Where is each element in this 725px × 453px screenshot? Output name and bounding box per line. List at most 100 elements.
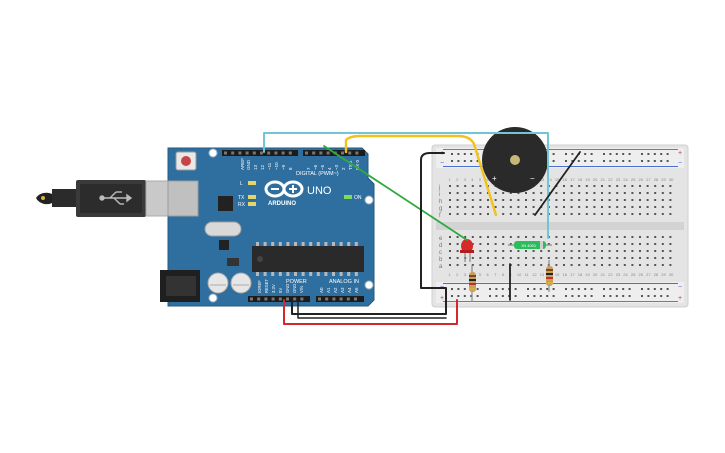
rail-hole[interactable] [565, 153, 567, 155]
breadboard-hole[interactable] [570, 250, 573, 252]
rail-hole[interactable] [463, 160, 466, 162]
breadboard-hole[interactable] [540, 236, 543, 238]
breadboard-hole[interactable] [517, 236, 520, 238]
breadboard-hole[interactable] [449, 199, 451, 201]
breadboard-hole[interactable] [654, 206, 657, 208]
breadboard-hole[interactable] [532, 199, 535, 201]
breadboard-hole[interactable] [570, 206, 573, 208]
breadboard-hole[interactable] [540, 185, 543, 187]
rail-hole[interactable] [565, 160, 567, 162]
breadboard-hole[interactable] [525, 199, 527, 201]
wire-black-buzzer[interactable] [534, 151, 581, 216]
reset-button-cap[interactable] [181, 156, 191, 166]
rail-hole[interactable] [609, 288, 612, 290]
breadboard-hole[interactable] [471, 257, 474, 259]
breadboard-hole[interactable] [509, 192, 512, 194]
breadboard-hole[interactable] [585, 257, 588, 259]
header-pin[interactable] [354, 297, 357, 301]
breadboard-hole[interactable] [509, 199, 512, 201]
breadboard-hole[interactable] [669, 192, 672, 194]
rail-hole[interactable] [571, 288, 574, 290]
rail-hole[interactable] [666, 295, 669, 297]
rail-hole[interactable] [653, 153, 656, 155]
resistor-2[interactable] [546, 260, 553, 292]
breadboard-hole[interactable] [456, 236, 459, 238]
breadboard-hole[interactable] [570, 199, 573, 201]
breadboard-hole[interactable] [578, 185, 581, 187]
rail-hole[interactable] [489, 295, 491, 297]
breadboard-hole[interactable] [494, 250, 497, 252]
rail-hole[interactable] [666, 160, 669, 162]
arduino-uno-board[interactable]: L TX RX UNO ARDUINO ON AREF GND 13 1 [160, 147, 375, 307]
rail-hole[interactable] [590, 160, 593, 162]
breadboard-hole[interactable] [585, 185, 588, 187]
breadboard-hole[interactable] [608, 206, 611, 208]
header-pin[interactable] [325, 297, 329, 301]
breadboard-hole[interactable] [601, 264, 603, 266]
breadboard-hole[interactable] [578, 236, 581, 238]
breadboard-hole[interactable] [661, 213, 664, 215]
resistor-1[interactable] [469, 265, 476, 302]
breadboard-hole[interactable] [578, 213, 581, 215]
rail-hole[interactable] [552, 288, 555, 290]
wires[interactable] [263, 132, 581, 325]
rail-hole[interactable] [647, 160, 650, 162]
breadboard-hole[interactable] [585, 192, 588, 194]
breadboard-hole[interactable] [509, 213, 512, 215]
breadboard-hole[interactable] [639, 250, 641, 252]
header-pin[interactable] [250, 297, 253, 301]
rail-hole[interactable] [666, 153, 669, 155]
breadboard-hole[interactable] [623, 250, 626, 252]
breadboard-hole[interactable] [623, 264, 626, 266]
rail-hole[interactable] [653, 288, 656, 290]
breadboard-hole[interactable] [532, 257, 535, 259]
breadboard-hole[interactable] [540, 257, 543, 259]
breadboard-hole[interactable] [669, 264, 672, 266]
breadboard-hole[interactable] [540, 192, 543, 194]
header-pin[interactable] [286, 297, 289, 301]
breadboard-hole[interactable] [471, 192, 474, 194]
breadboard-hole[interactable] [616, 185, 619, 187]
breadboard-hole[interactable] [563, 192, 565, 194]
rail-hole[interactable] [615, 153, 618, 155]
breadboard-hole[interactable] [631, 192, 634, 194]
breadboard-hole[interactable] [646, 185, 649, 187]
breadboard-hole[interactable] [601, 257, 603, 259]
breadboard-hole[interactable] [555, 264, 558, 266]
breadboard-hole[interactable] [509, 243, 512, 245]
breadboard-hole[interactable] [471, 264, 474, 266]
rail-hole[interactable] [451, 288, 453, 290]
breadboard-hole[interactable] [471, 243, 474, 245]
rail-hole[interactable] [603, 295, 605, 297]
breadboard-hole[interactable] [570, 185, 573, 187]
breadboard-hole[interactable] [471, 185, 474, 187]
header-pins[interactable] [224, 151, 359, 301]
breadboard-hole[interactable] [517, 206, 520, 208]
breadboard-hole[interactable] [646, 236, 649, 238]
breadboard-hole[interactable] [646, 257, 649, 259]
breadboard-hole[interactable] [639, 192, 641, 194]
breadboard-hole[interactable] [449, 206, 451, 208]
rail-hole[interactable] [527, 288, 529, 290]
breadboard-hole[interactable] [578, 257, 581, 259]
breadboard-hole[interactable] [517, 250, 520, 252]
rail-hole[interactable] [514, 295, 517, 297]
header-pin[interactable] [312, 151, 316, 155]
breadboard-hole[interactable] [623, 257, 626, 259]
breadboard-hole[interactable] [464, 185, 467, 187]
breadboard-hole[interactable] [646, 250, 649, 252]
breadboard-hole[interactable] [639, 243, 641, 245]
breadboard-hole[interactable] [661, 199, 664, 201]
breadboard-hole[interactable] [661, 206, 664, 208]
breadboard-hole[interactable] [456, 213, 459, 215]
header-pin[interactable] [339, 297, 343, 301]
breadboard-hole[interactable] [532, 206, 535, 208]
breadboard-hole[interactable] [623, 185, 626, 187]
rail-hole[interactable] [584, 153, 587, 155]
header-pin[interactable] [318, 297, 321, 301]
rail-hole[interactable] [609, 160, 612, 162]
wire-red-5v[interactable] [283, 299, 458, 325]
breadboard-hole[interactable] [654, 264, 657, 266]
breadboard-hole[interactable] [593, 257, 596, 259]
rail-hole[interactable] [647, 288, 650, 290]
